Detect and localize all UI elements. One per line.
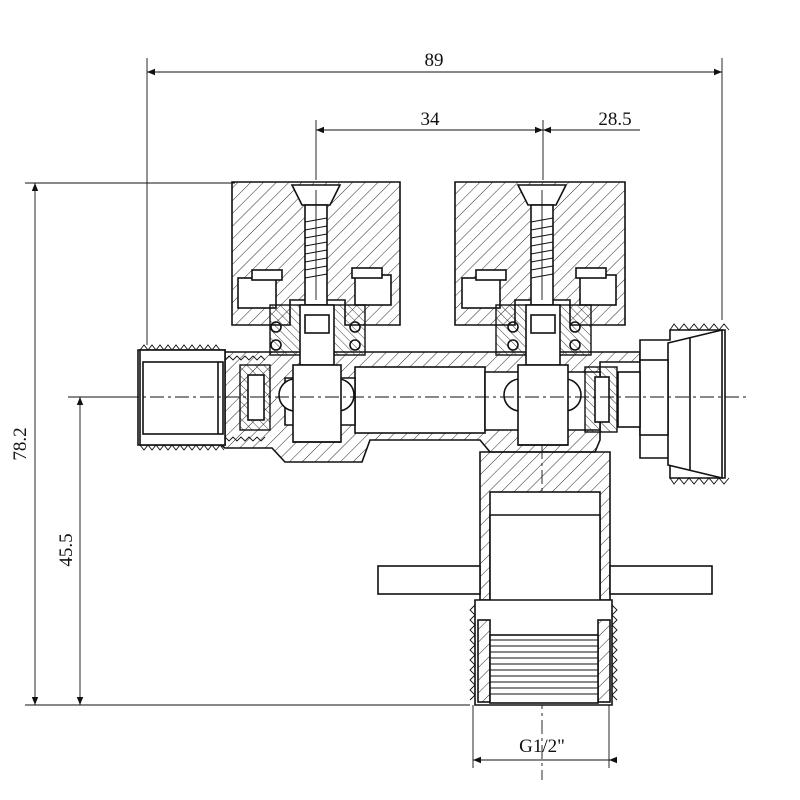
dim-overall-width: 89 <box>425 50 444 71</box>
bottom-outlet <box>377 451 713 706</box>
dim-stem-spacing: 34 <box>421 109 441 130</box>
dimension-lines <box>25 58 723 768</box>
right-handle <box>454 181 626 446</box>
left-inlet <box>137 344 271 451</box>
right-outlet <box>584 323 730 485</box>
left-handle <box>231 181 401 443</box>
dim-overall-height: 78.2 <box>10 427 31 460</box>
dim-right-offset: 28.5 <box>598 109 631 130</box>
dimension-labels: 89 34 28.5 78.2 45.5 G1/2" <box>10 50 632 757</box>
dim-axis-height: 45.5 <box>56 533 77 566</box>
